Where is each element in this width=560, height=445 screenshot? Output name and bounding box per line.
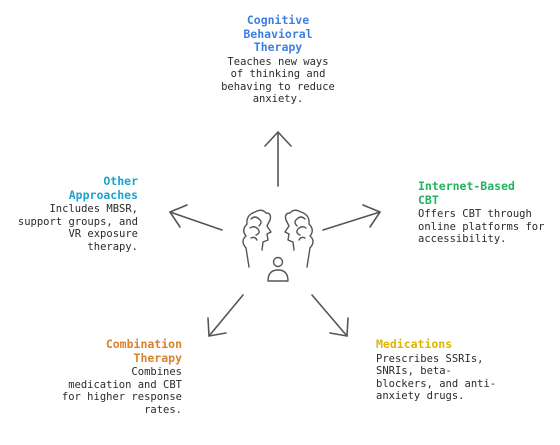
node-combination-therapy-desc-line: for higher response — [61, 391, 182, 403]
node-other-approaches-title-line: Other — [103, 174, 138, 188]
node-other-approaches-desc-line: therapy. — [87, 240, 138, 253]
arrow-to-internet-cbt — [322, 204, 381, 231]
node-medications-desc-line: Prescribes SSRIs, — [376, 352, 484, 365]
node-combination-therapy-desc-line: rates. — [144, 403, 182, 416]
node-cbt-desc-line: anxiety. — [252, 93, 304, 105]
node-internet-cbt-description: Offers CBT through online platforms for … — [418, 208, 553, 246]
node-internet-cbt-title-line: Internet-Based — [418, 179, 515, 193]
node-medications-desc-line: anxiety drugs. — [376, 390, 465, 402]
node-medications-description: Prescribes SSRIs, SNRIs, beta- blockers,… — [376, 353, 506, 403]
node-cbt-description: Teaches new ways of thinking and behavin… — [203, 56, 353, 106]
node-combination-therapy-desc-line: Combines — [131, 366, 182, 378]
arrow-to-cbt — [264, 131, 292, 187]
node-medications-title-line: Medications — [376, 337, 453, 351]
node-cbt-desc-line: of thinking and — [230, 68, 326, 80]
node-internet-cbt: Internet-Based CBT Offers CBT through on… — [418, 179, 553, 246]
node-medications-desc-line: blockers, and anti- — [376, 377, 497, 390]
node-other-approaches: Other Approaches Includes MBSR, support … — [8, 174, 138, 253]
node-medications-title: Medications — [376, 337, 506, 352]
node-medications-desc-line: SNRIs, beta- — [376, 365, 452, 377]
node-other-approaches-title-line: Approaches — [68, 187, 138, 202]
node-combination-therapy-title: Combination Therapy — [40, 337, 182, 365]
node-internet-cbt-desc-line: accessibility. — [418, 233, 507, 245]
node-other-approaches-title: Other Approaches — [8, 174, 138, 202]
arrow-to-medications — [311, 294, 349, 337]
node-internet-cbt-title: Internet-Based CBT — [418, 179, 553, 207]
node-cbt-title-line: Therapy — [253, 40, 303, 54]
node-medications: Medications Prescribes SSRIs, SNRIs, bet… — [376, 337, 506, 403]
node-combination-therapy-description: Combines medication and CBT for higher r… — [40, 366, 182, 416]
node-cbt: Cognitive Behavioral Therapy Teaches new… — [203, 13, 353, 106]
node-combination-therapy: Combination Therapy Combines medication … — [40, 337, 182, 416]
node-cbt-title-line: Behavioral — [243, 26, 313, 41]
node-cbt-desc-line: behaving to reduce — [221, 80, 335, 93]
node-combination-therapy-title-line: Combination — [105, 337, 182, 351]
node-cbt-desc-line: Teaches new ways — [227, 55, 329, 68]
node-combination-therapy-title-line: Therapy — [133, 350, 182, 365]
node-other-approaches-description: Includes MBSR, support groups, and VR ex… — [8, 203, 138, 253]
node-other-approaches-desc-line: VR exposure — [68, 228, 138, 240]
node-other-approaches-desc-line: support groups, and — [17, 215, 138, 228]
head-profiles-person-icon — [242, 209, 314, 282]
arrow-to-other-approaches — [169, 204, 223, 231]
arrow-to-combination-therapy — [207, 294, 244, 337]
node-internet-cbt-desc-line: Offers CBT through — [418, 208, 532, 220]
node-internet-cbt-title-line: CBT — [418, 192, 439, 207]
node-cbt-title-line: Cognitive — [246, 13, 310, 27]
node-other-approaches-desc-line: Includes MBSR, — [49, 203, 138, 215]
node-combination-therapy-desc-line: medication and CBT — [68, 378, 182, 391]
node-internet-cbt-desc-line: online platforms for — [418, 220, 545, 233]
node-cbt-title: Cognitive Behavioral Therapy — [203, 13, 353, 55]
